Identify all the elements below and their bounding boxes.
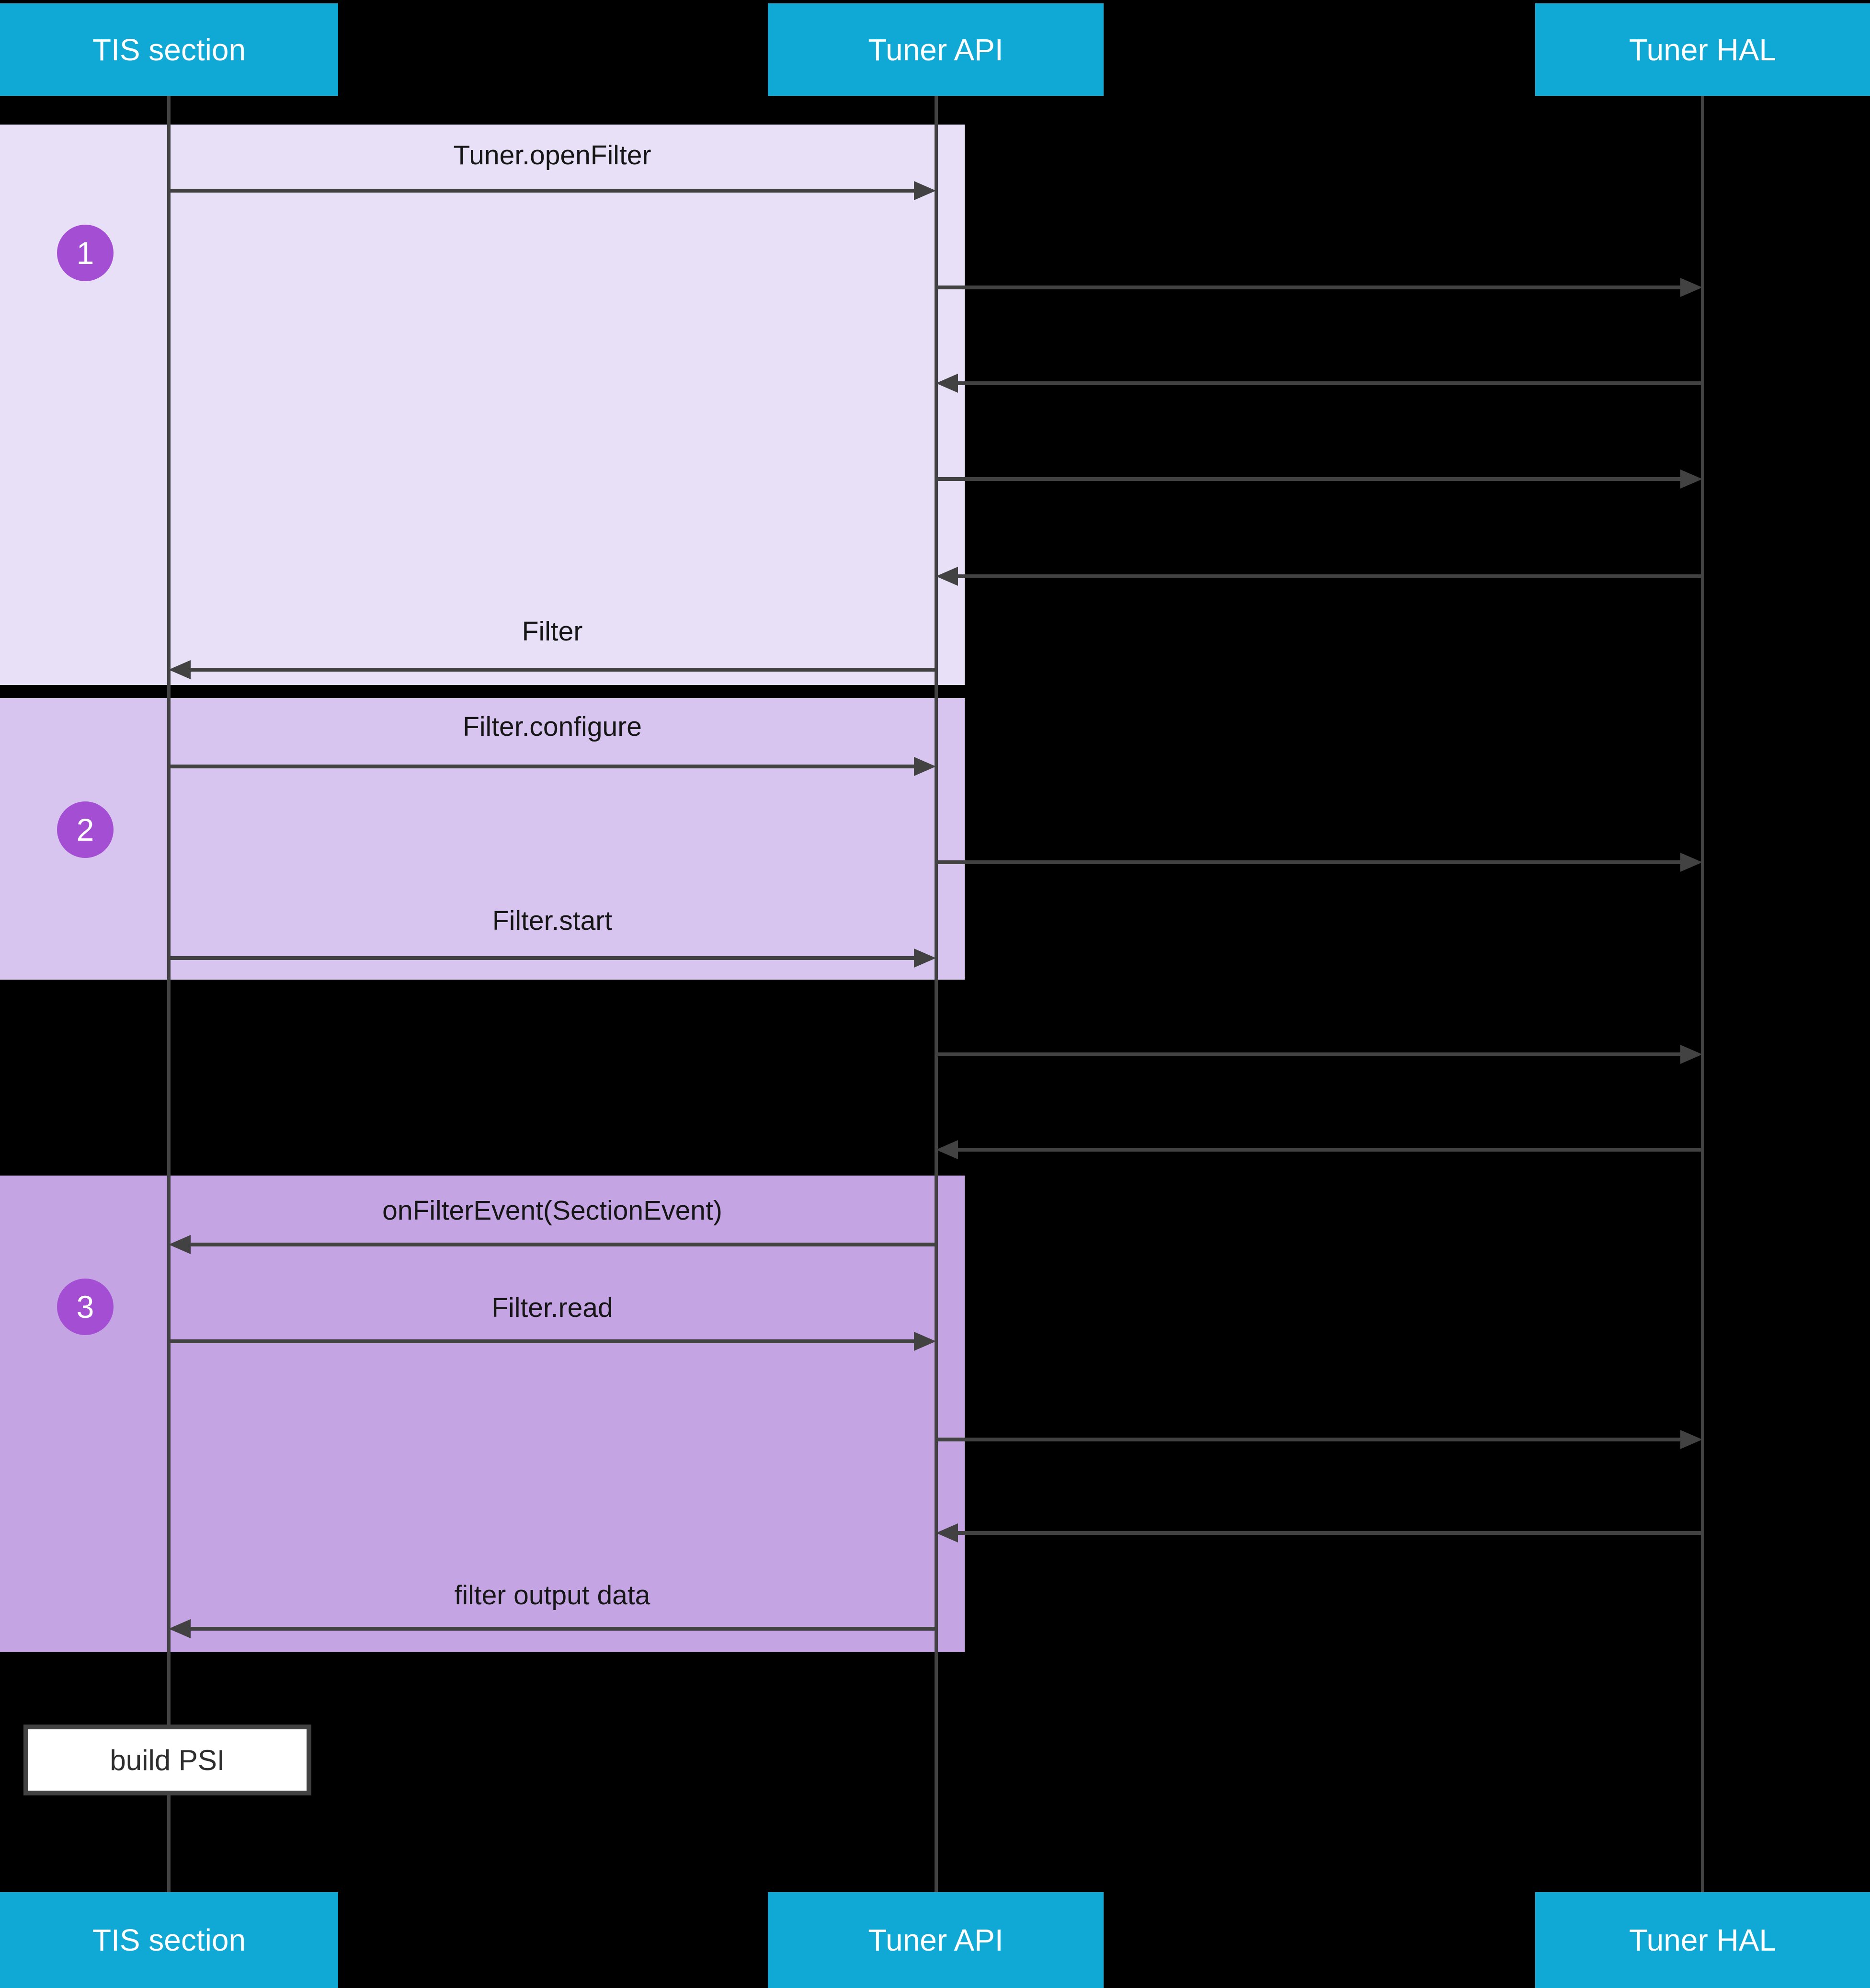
arrowhead-left [936,374,958,393]
message-label-filter-output: filter output data [454,1580,650,1611]
message-label-filter-return: Filter [522,616,583,647]
lifeline-tuner-hal [1701,96,1704,1892]
step2-group-box [0,698,965,980]
arrowhead-right [1680,469,1702,489]
participant-label: Tuner API [868,1923,1003,1957]
arrow-shaft [936,286,1684,289]
arrow-shaft [187,668,936,672]
message-label-filter-read: Filter.read [491,1292,613,1323]
arrow-shaft [187,1627,936,1631]
message-arrow-hal-to-api-4 [936,1523,1702,1542]
arrowhead-left [169,1235,191,1254]
arrow-shaft [169,1339,918,1343]
message-arrow-hal-to-api-3 [936,1140,1702,1159]
participant-header-tuner-api-bottom: Tuner API [768,1892,1104,1988]
arrowhead-left [169,660,191,679]
arrowhead-right [914,1332,936,1351]
step2-number: 2 [76,812,94,847]
arrowhead-left [936,1523,958,1542]
message-arrow-filter-return [169,660,936,679]
step1-group-box [0,125,965,685]
message-arrow-filter-output [169,1619,936,1638]
message-arrow-hal-to-api-1 [936,374,1702,393]
message-arrow-onfilterevent [169,1235,936,1254]
arrow-shaft [169,189,918,193]
participant-label: TIS section [92,32,246,67]
arrowhead-left [169,1619,191,1638]
step3-group-box [0,1176,965,1652]
lifeline-tuner-api-overlay [935,125,938,1652]
message-label-filter-start: Filter.start [492,905,613,936]
participant-header-tis-bottom: TIS section [0,1892,338,1988]
arrow-shaft [936,860,1684,864]
arrow-shaft [936,1052,1684,1056]
participant-label: Tuner API [868,32,1003,67]
arrow-shaft [936,477,1684,481]
arrow-shaft [954,574,1702,578]
arrowhead-right [1680,853,1702,872]
participant-header-tuner-hal-bottom: Tuner HAL [1535,1892,1870,1988]
arrow-shaft [954,1531,1702,1535]
arrow-shaft [187,1243,936,1246]
step3-badge: 3 [57,1279,114,1335]
message-arrow-api-to-hal-1 [936,278,1702,297]
arrowhead-left [936,567,958,586]
step2-badge: 2 [57,801,114,858]
message-arrow-hal-to-api-2 [936,567,1702,586]
participant-label: TIS section [92,1923,246,1957]
message-arrow-filter-read [169,1332,936,1351]
arrowhead-right [1680,1045,1702,1064]
arrow-shaft [954,1148,1702,1152]
arrowhead-right [914,948,936,968]
participant-label: Tuner HAL [1629,1923,1777,1957]
step1-badge: 1 [57,225,114,281]
lifeline-tis-overlay [167,125,171,1652]
build-psi-note: build PSI [23,1725,311,1795]
arrowhead-left [936,1140,958,1159]
arrow-shaft [169,956,918,960]
step3-number: 3 [76,1289,94,1325]
participant-header-tis-top: TIS section [0,3,338,96]
message-arrow-api-to-hal-3 [936,853,1702,872]
arrowhead-right [1680,1430,1702,1449]
message-arrow-api-to-hal-4 [936,1045,1702,1064]
step1-number: 1 [76,235,94,271]
arrow-shaft [169,765,918,768]
arrowhead-right [1680,278,1702,297]
arrowhead-right [914,757,936,776]
message-label-filter-configure: Filter.configure [463,711,642,742]
arrow-shaft [954,381,1702,385]
message-label-onfilterevent: onFilterEvent(SectionEvent) [382,1195,722,1226]
participant-header-tuner-api-top: Tuner API [768,3,1104,96]
message-arrow-api-to-hal-2 [936,469,1702,489]
message-arrow-filter-start [169,948,936,968]
participant-header-tuner-hal-top: Tuner HAL [1535,3,1870,96]
message-arrow-filter-configure [169,757,936,776]
arrow-shaft [936,1438,1684,1441]
participant-label: Tuner HAL [1629,32,1777,67]
message-arrow-tuner-openfilter [169,181,936,200]
build-psi-label: build PSI [110,1744,225,1776]
message-arrow-api-to-hal-5 [936,1430,1702,1449]
arrowhead-right [914,181,936,200]
message-label-tuner-openfilter: Tuner.openFilter [453,140,651,171]
